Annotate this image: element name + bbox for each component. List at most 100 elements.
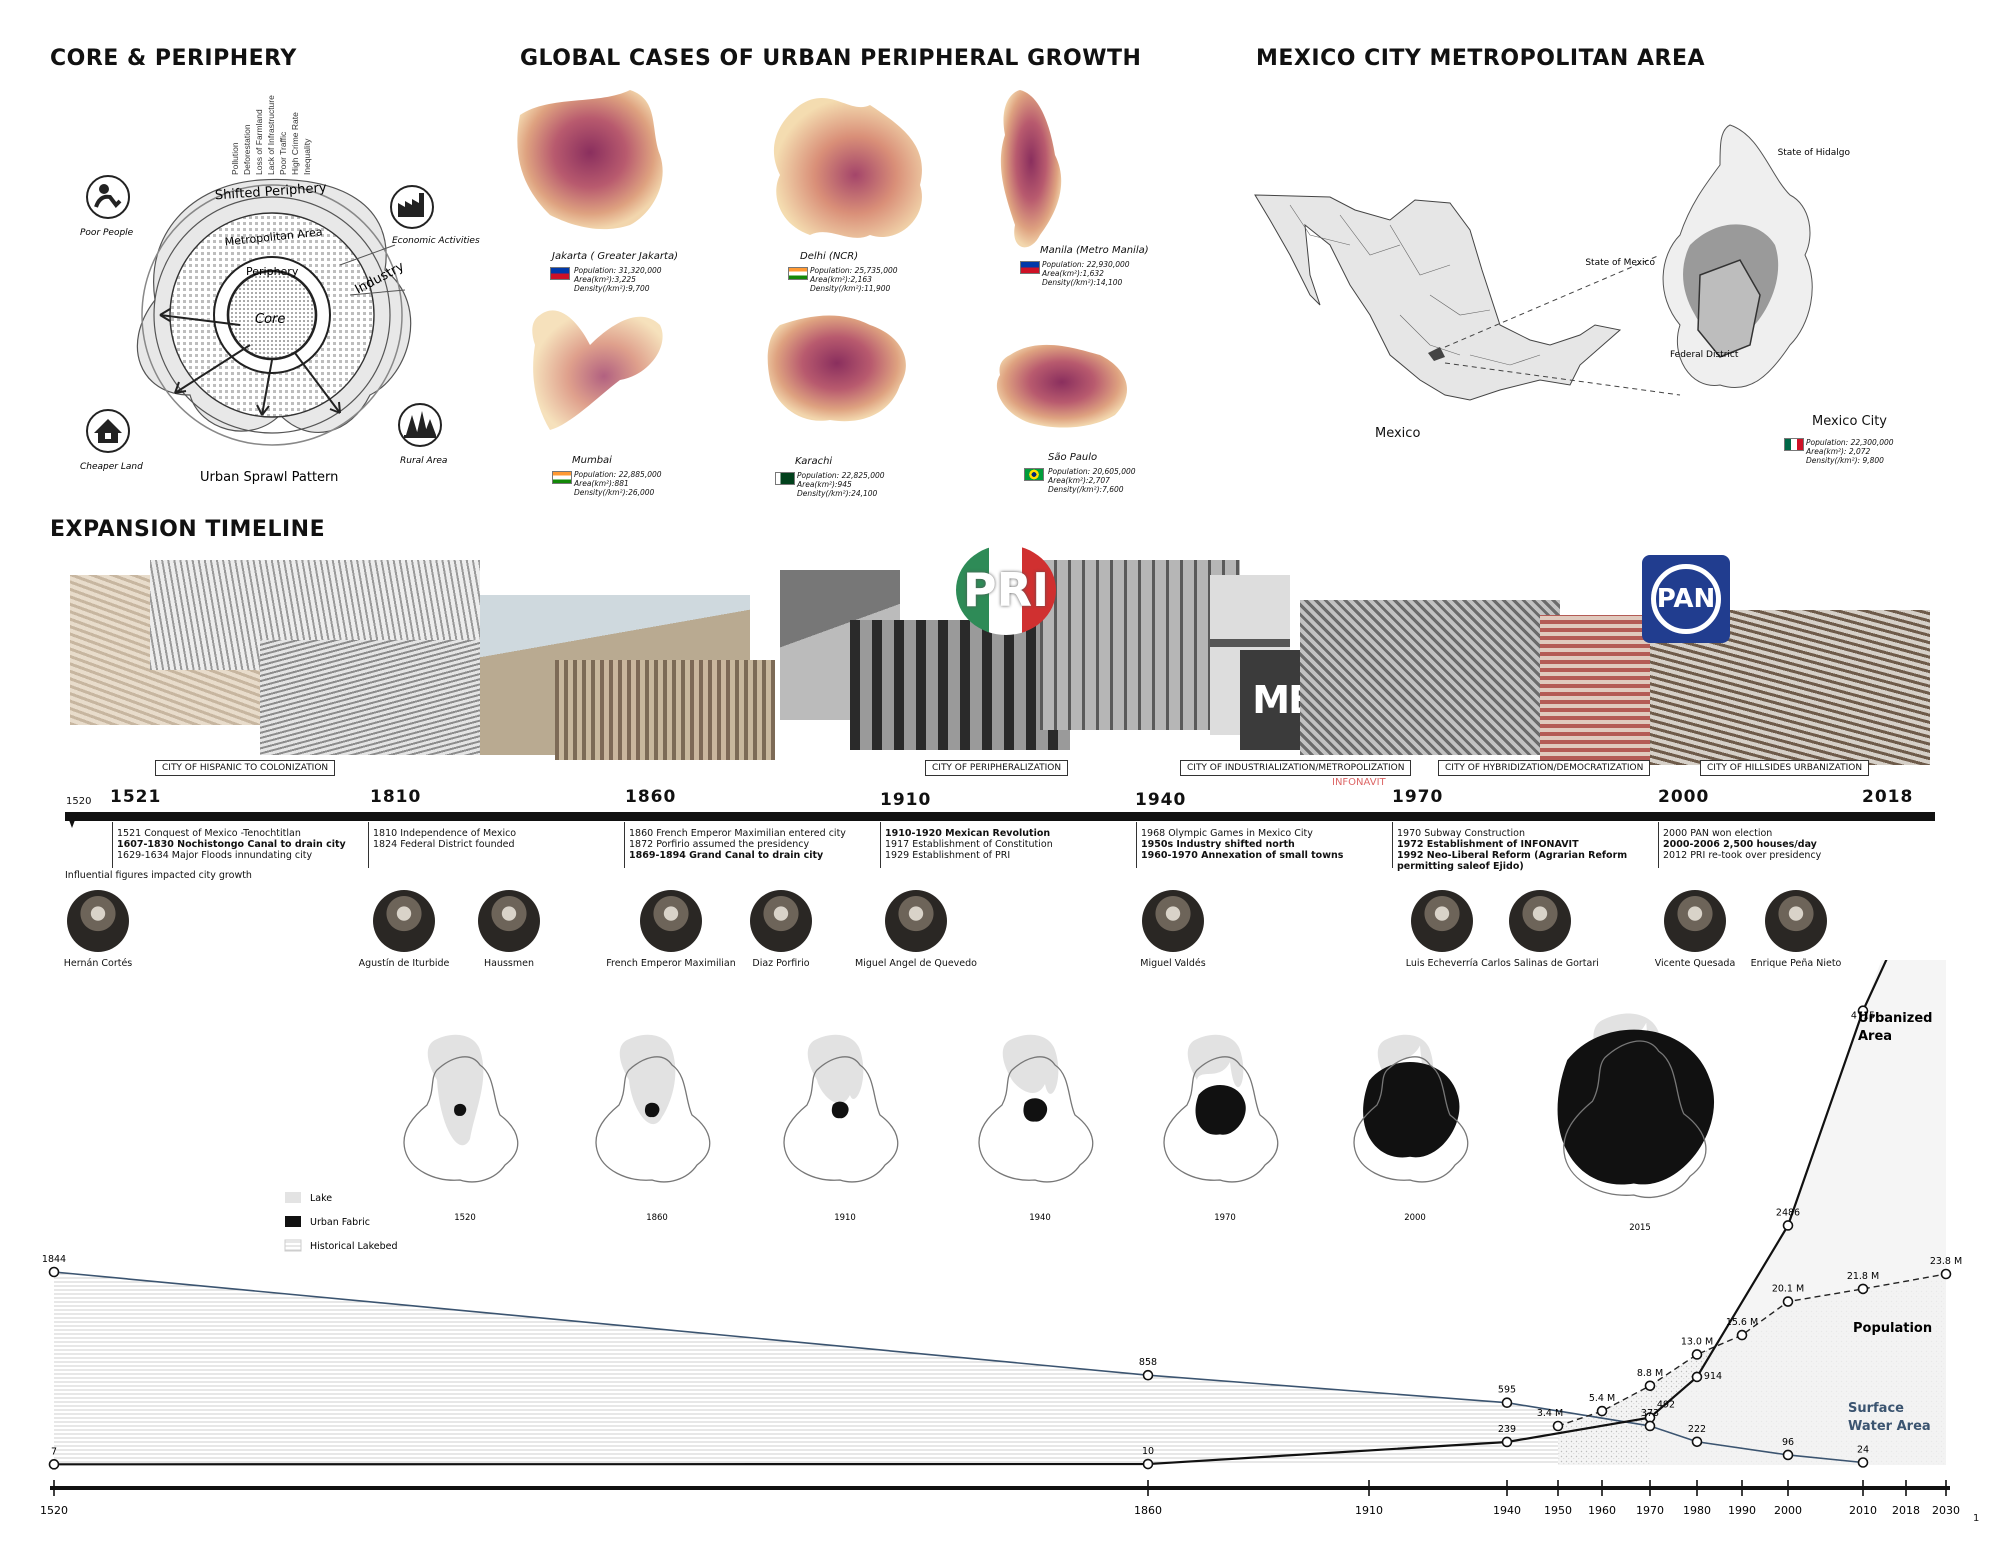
figures-caption: Influential figures impacted city growth [65, 870, 252, 881]
surface-water-series-label-2: Water Area [1848, 1419, 1931, 1434]
flag-icon [775, 472, 795, 485]
period-label: CITY OF PERIPHERALIZATION [925, 760, 1069, 776]
population-label: 5.4 M [1589, 1393, 1615, 1404]
x-tick-label: 2010 [1849, 1504, 1877, 1517]
case-density: Density(/km²):7,600 [1048, 485, 1124, 494]
urbanized-area-series-label-2: Area [1858, 1029, 1892, 1044]
surface-water-point [1644, 1420, 1656, 1432]
surface-water-label: 24 [1857, 1444, 1869, 1455]
timeline-start-marker [66, 812, 78, 828]
urban-area-point [1691, 1371, 1703, 1383]
event-line: 2012 PRI re-took over presidency [1663, 850, 1822, 861]
surface-water-point [1857, 1457, 1869, 1468]
period-label: CITY OF HYBRIDIZATION/DEMOCRATIZATION [1438, 760, 1651, 776]
issue-label: Inequality [302, 138, 312, 175]
timeline-year: 1860 [625, 787, 677, 807]
surface-water-label: 222 [1688, 1424, 1706, 1435]
population-point [1782, 1296, 1794, 1307]
figure-name: Haussmen [483, 958, 535, 969]
case-population: Population: 25,735,000 [810, 266, 898, 275]
mexico-city-marker [1428, 347, 1445, 361]
population-point [1644, 1380, 1656, 1392]
case-area: Area(km²):945 [797, 480, 852, 489]
mini-map-urban-fabric [1195, 1084, 1246, 1135]
population-point [1691, 1349, 1703, 1360]
event-block-1810: 1810 Independence of Mexico 1824 Federal… [373, 828, 516, 850]
surface-water-point [1142, 1369, 1154, 1381]
figure-name: Enrique Peña Nieto [1750, 958, 1842, 969]
manila-sprawl [1000, 90, 1062, 248]
population-label: 13.0 M [1681, 1336, 1713, 1347]
case-density: Density(/km²):11,900 [810, 284, 891, 293]
mini-map-year: 2015 [1629, 1223, 1651, 1233]
x-tick-label: 1950 [1544, 1504, 1572, 1517]
period-label: CITY OF INDUSTRIALIZATION/METROPOLIZATIO… [1180, 760, 1412, 776]
urban-area-label: 10 [1142, 1446, 1154, 1457]
mexico-population: Population: 22,300,000 [1806, 438, 1894, 447]
karachi-sprawl [767, 315, 906, 422]
urban-area-label: 914 [1704, 1371, 1722, 1382]
mini-map-year: 1970 [1214, 1213, 1236, 1223]
legend-lake-label: Lake [310, 1193, 332, 1204]
timeline-year: 2000 [1658, 787, 1710, 807]
timeline-year: 1521 [110, 787, 162, 807]
event-line: 1960-1970 Annexation of small towns [1141, 850, 1344, 861]
event-line: 1910-1920 Mexican Revolution [885, 828, 1051, 839]
timeline-start-tick: 1520 [66, 796, 92, 807]
page-number: 1 [1973, 1513, 1980, 1524]
event-block-1910: 1910-1920 Mexican Revolution 1917 Establ… [885, 828, 1053, 861]
infonavit-logo: INFONAVIT [1332, 777, 1386, 788]
collage-refinery [1040, 560, 1240, 730]
mini-map-outline [595, 1056, 711, 1183]
portrait-fox [1664, 890, 1726, 952]
event-line: 1950s Industry shifted north [1141, 839, 1295, 850]
timeline-year: 1810 [370, 787, 422, 807]
event-line: 1968 Olympic Games in Mexico City [1141, 828, 1313, 839]
case-jakarta: Jakarta ( Greater Jakarta) Population: 3… [550, 251, 678, 293]
population-label: 23.8 M [1930, 1256, 1962, 1267]
urban-area-point [1142, 1458, 1154, 1470]
population-label: 15.6 M [1726, 1317, 1758, 1328]
global-cases-maps [517, 90, 1127, 430]
cheaper-land-label: Cheaper Land [80, 462, 143, 472]
mini-map-1860: 1860 [595, 1034, 711, 1223]
jakarta-sprawl [517, 90, 663, 230]
portrait-echeverria [1411, 890, 1473, 952]
mini-map-year: 1860 [646, 1213, 668, 1223]
rural-area-label: Rural Area [400, 456, 447, 466]
event-line: 1629-1634 Major Floods innundating city [117, 850, 313, 861]
timeline-year: 1940 [1135, 790, 1187, 810]
house-icon [86, 409, 130, 453]
factory-icon [390, 185, 434, 229]
urban-area-point [1501, 1436, 1513, 1448]
surface-water-fill [54, 1272, 1863, 1465]
surface-water-label: 858 [1139, 1357, 1157, 1368]
figure-name: Vicente Quesada [1654, 958, 1736, 969]
x-tick-label: 2000 [1774, 1504, 1802, 1517]
case-density: Density(/km²):9,700 [574, 284, 650, 293]
mumbai-sprawl [532, 310, 663, 430]
population-point [1940, 1268, 1952, 1280]
period-label: CITY OF HILLSIDES URBANIZATION [1700, 760, 1870, 776]
event-block-1970: 1970 Subway Construction 1972 Establishm… [1397, 828, 1627, 872]
mexico-map: State of Hidalgo State of Mexico Federal… [1254, 124, 1850, 401]
surface-water-label: 373 [1641, 1408, 1659, 1419]
case-name: Mumbai [572, 455, 612, 466]
surface-water-label: 1844 [42, 1254, 66, 1265]
case-area: Area(km²):881 [574, 479, 629, 488]
case-area: Area(km²):1,632 [1042, 269, 1104, 278]
population-point [1596, 1405, 1608, 1417]
urban-area-label: 4715 [1851, 1011, 1875, 1022]
event-line: 1929 Establishment of PRI [885, 850, 1011, 861]
mini-map-1910: 1910 [783, 1034, 899, 1223]
core-periphery-title: CORE & PERIPHERY [50, 46, 297, 71]
case-name: Delhi (NCR) [800, 251, 859, 262]
x-tick-label: 1980 [1683, 1504, 1711, 1517]
urban-area-label: 2486 [1776, 1207, 1800, 1218]
event-line: 1607-1830 Nochistongo Canal to drain cit… [117, 839, 346, 850]
periphery-label: Periphery [246, 265, 299, 278]
population-point [1857, 1283, 1869, 1295]
population-point [1552, 1420, 1564, 1432]
